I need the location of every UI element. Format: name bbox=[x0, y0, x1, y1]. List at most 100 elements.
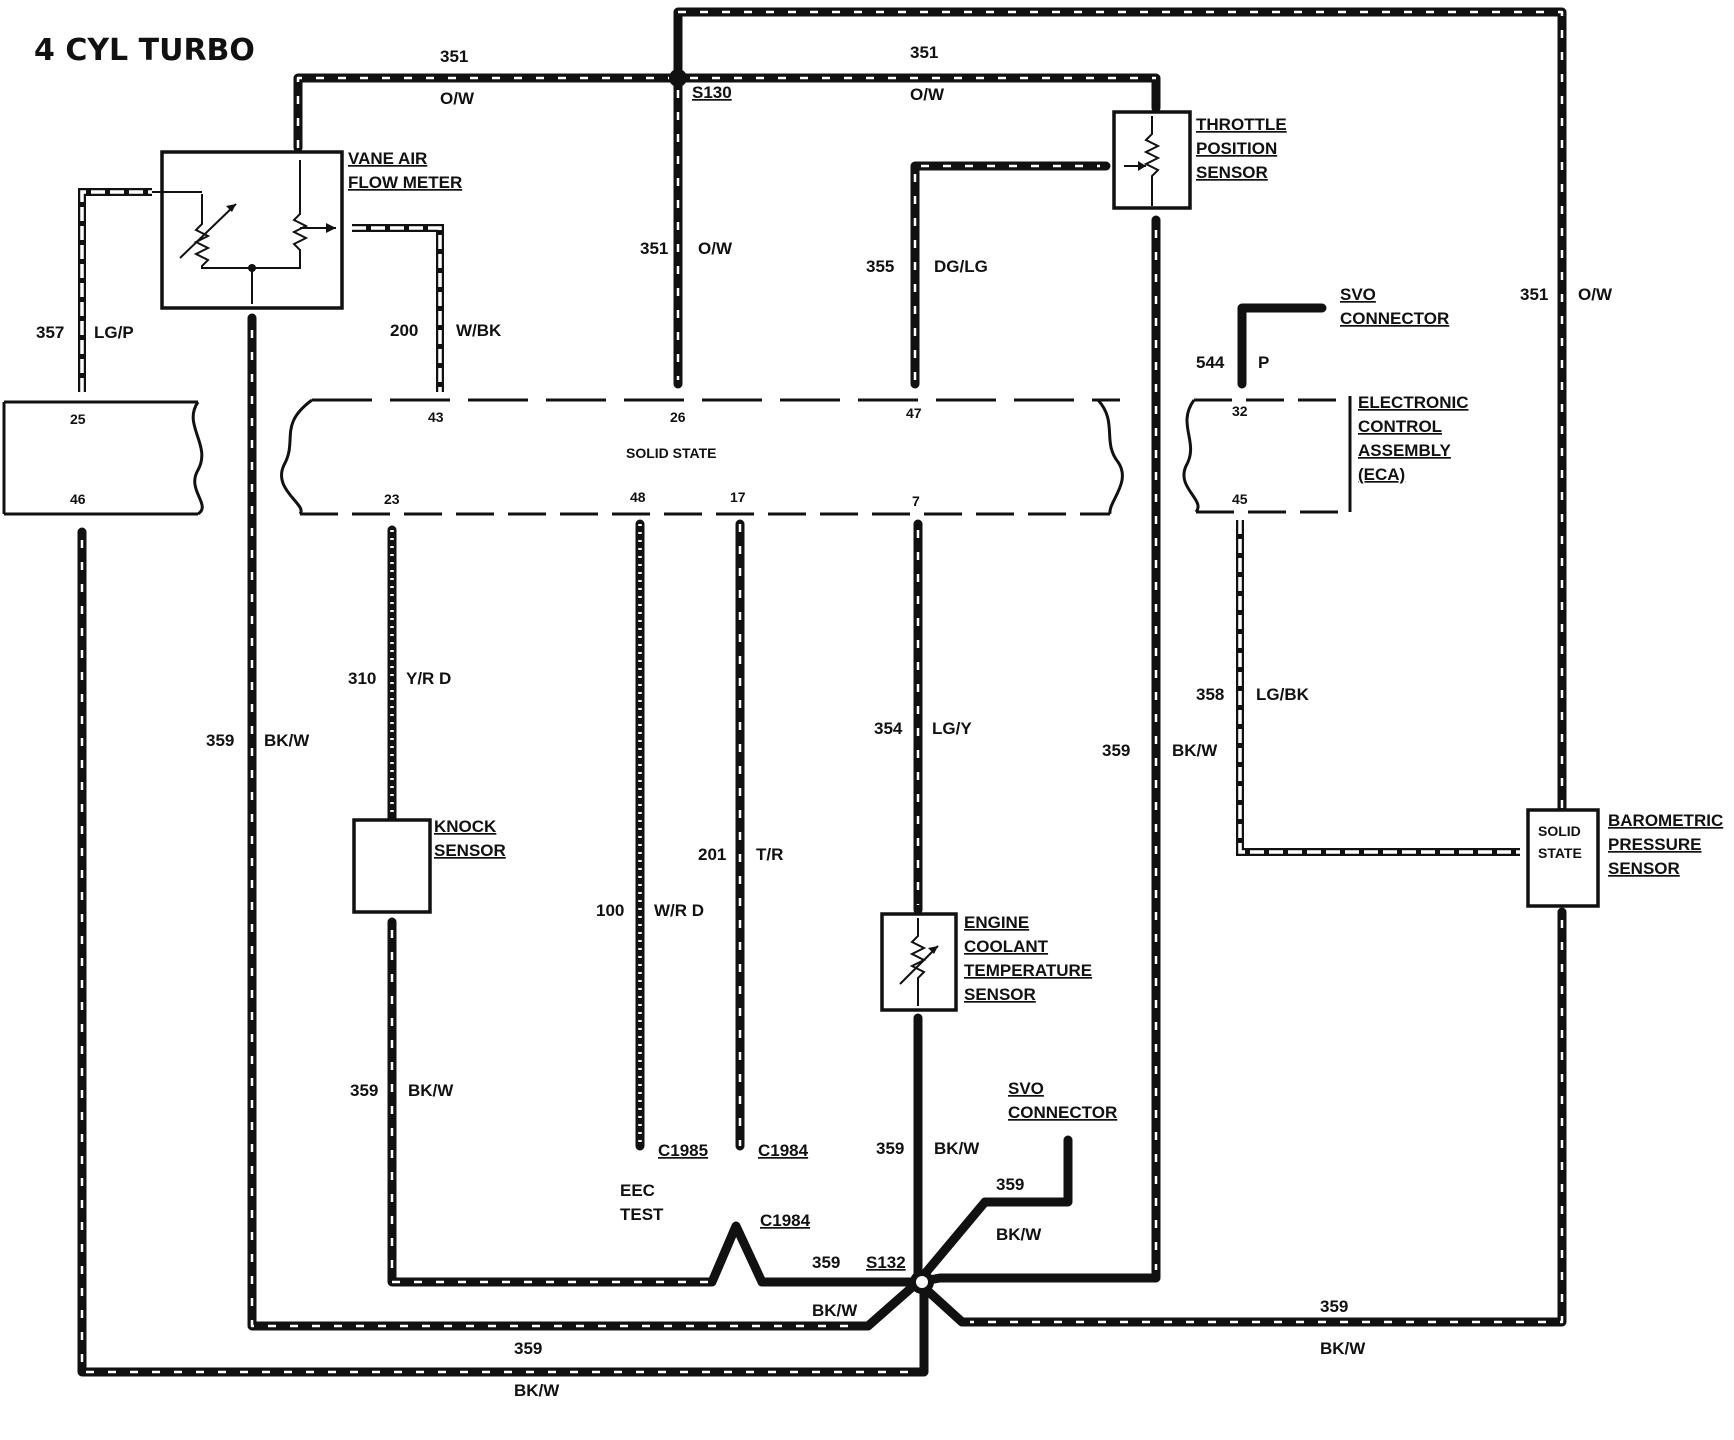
wire-351-v-num: 351 bbox=[640, 239, 668, 258]
ect-label-1: ENGINE bbox=[964, 913, 1029, 932]
eca-label-3: ASSEMBLY bbox=[1358, 441, 1452, 460]
pin-26: 26 bbox=[670, 409, 686, 425]
wire-359-svo-num: 359 bbox=[996, 1175, 1024, 1194]
pin-46: 46 bbox=[70, 491, 86, 507]
ect-label-4: SENSOR bbox=[964, 985, 1036, 1004]
pin-7: 7 bbox=[912, 493, 920, 509]
wire-359-vaf-num: 359 bbox=[206, 731, 234, 750]
wire-359-knock-num: 359 bbox=[350, 1081, 378, 1100]
pin-32: 32 bbox=[1232, 403, 1248, 419]
eca-label-4: (ECA) bbox=[1358, 465, 1405, 484]
splice-s130-label: S130 bbox=[692, 83, 732, 102]
wire-359-bottom-color: BK/W bbox=[514, 1381, 560, 1400]
knock-label-2: SENSOR bbox=[434, 841, 506, 860]
pin-23: 23 bbox=[384, 491, 400, 507]
wire-359-ect-color: BK/W bbox=[934, 1139, 980, 1158]
wire-200-num: 200 bbox=[390, 321, 418, 340]
wire-359-baro bbox=[913, 907, 1567, 1327]
eca-center-label: SOLID STATE bbox=[626, 445, 716, 461]
wire-351-r-color: O/W bbox=[1578, 285, 1613, 304]
wire-359-svo bbox=[913, 1135, 1073, 1287]
wire-544 bbox=[1237, 303, 1327, 389]
wire-354-color: LG/Y bbox=[932, 719, 972, 738]
tps-label-3: SENSOR bbox=[1196, 163, 1268, 182]
tps-label-2: POSITION bbox=[1196, 139, 1277, 158]
baro-label-1: BAROMETRIC bbox=[1608, 811, 1723, 830]
wire-310-color: Y/R D bbox=[406, 669, 451, 688]
knock-sensor-box bbox=[352, 818, 432, 914]
ect-label-3: TEMPERATURE bbox=[964, 961, 1092, 980]
wire-359-knock bbox=[387, 917, 923, 1287]
svo-bottom-label-1: SVO bbox=[1008, 1079, 1044, 1098]
wire-359-br-color: BK/W bbox=[1320, 1339, 1366, 1358]
eca-blocks bbox=[2, 396, 1352, 516]
wire-359-br-num: 359 bbox=[1320, 1297, 1348, 1316]
wire-359-knock-color: BK/W bbox=[408, 1081, 454, 1100]
wire-351-r-num: 351 bbox=[1520, 285, 1548, 304]
eec-test-label-2: TEST bbox=[620, 1205, 664, 1224]
eca-label-2: CONTROL bbox=[1358, 417, 1442, 436]
wire-359-bottom-num: 359 bbox=[514, 1339, 542, 1358]
wire-201-num: 201 bbox=[698, 845, 726, 864]
splice-s130-dot bbox=[669, 69, 687, 87]
wire-359-svo-color: BK/W bbox=[996, 1225, 1042, 1244]
wire-358-num: 358 bbox=[1196, 685, 1224, 704]
wire-359-vaf-color: BK/W bbox=[264, 731, 310, 750]
wire-100-num: 100 bbox=[596, 901, 624, 920]
wire-357 bbox=[78, 188, 152, 392]
knock-label-1: KNOCK bbox=[434, 817, 497, 836]
ect-label-2: COOLANT bbox=[964, 937, 1049, 956]
ect-sensor bbox=[880, 912, 958, 1012]
connector-c1984-a: C1984 bbox=[758, 1141, 809, 1160]
wire-359-bl-color: BK/W bbox=[812, 1301, 858, 1320]
svo-top-label-2: CONNECTOR bbox=[1340, 309, 1449, 328]
vane-air-flow-meter bbox=[152, 150, 344, 310]
wire-359-s132-num: 359 bbox=[812, 1253, 840, 1272]
wire-354-num: 354 bbox=[874, 719, 903, 738]
wire-351-tr-color: O/W bbox=[910, 85, 945, 104]
wire-200 bbox=[352, 224, 444, 392]
wire-358-color: LG/BK bbox=[1256, 685, 1310, 704]
wire-355-color: DG/LG bbox=[934, 257, 988, 276]
wire-359-tps-num: 359 bbox=[1102, 741, 1130, 760]
wire-544-color: P bbox=[1258, 353, 1269, 372]
barometric-sensor-box bbox=[1526, 808, 1600, 908]
wire-351-tl-num: 351 bbox=[440, 47, 468, 66]
vaf-label-1: VANE AIR bbox=[348, 149, 427, 168]
wire-544-num: 544 bbox=[1196, 353, 1225, 372]
svo-bottom-label-2: CONNECTOR bbox=[1008, 1103, 1117, 1122]
pin-25: 25 bbox=[70, 411, 86, 427]
splice-s132-label: S132 bbox=[866, 1253, 906, 1272]
eca-label-1: ELECTRONIC bbox=[1358, 393, 1469, 412]
wire-351-tr-num: 351 bbox=[910, 43, 938, 62]
svo-top-label-1: SVO bbox=[1340, 285, 1376, 304]
pin-47: 47 bbox=[906, 405, 922, 421]
wire-359-ect-num: 359 bbox=[876, 1139, 904, 1158]
wire-200-color: W/BK bbox=[456, 321, 502, 340]
pin-43: 43 bbox=[428, 409, 444, 425]
wire-359-bottom bbox=[77, 527, 929, 1377]
eec-test-label-1: EEC bbox=[620, 1181, 655, 1200]
connector-c1984-b: C1984 bbox=[760, 1211, 811, 1230]
baro-label-3: SENSOR bbox=[1608, 859, 1680, 878]
throttle-position-sensor bbox=[1112, 110, 1192, 210]
connector-c1985: C1985 bbox=[658, 1141, 708, 1160]
baro-label-2: PRESSURE bbox=[1608, 835, 1702, 854]
wire-201-color: T/R bbox=[756, 845, 783, 864]
wire-351-v-color: O/W bbox=[698, 239, 733, 258]
wire-310-num: 310 bbox=[348, 669, 376, 688]
pin-45: 45 bbox=[1232, 491, 1248, 507]
pin-17: 17 bbox=[730, 489, 746, 505]
baro-inner-1: SOLID bbox=[1538, 823, 1581, 839]
diagram-title: 4 CYL TURBO bbox=[34, 33, 255, 68]
wire-359-tps-color: BK/W bbox=[1172, 741, 1218, 760]
wire-355-num: 355 bbox=[866, 257, 894, 276]
vaf-label-2: FLOW METER bbox=[348, 173, 462, 192]
wire-357-num: 357 bbox=[36, 323, 64, 342]
wire-357-color: LG/P bbox=[94, 323, 134, 342]
pin-48: 48 bbox=[630, 489, 646, 505]
tps-label-1: THROTTLE bbox=[1196, 115, 1287, 134]
wire-100-color: W/R D bbox=[654, 901, 704, 920]
wire-351-tl-color: O/W bbox=[440, 89, 475, 108]
